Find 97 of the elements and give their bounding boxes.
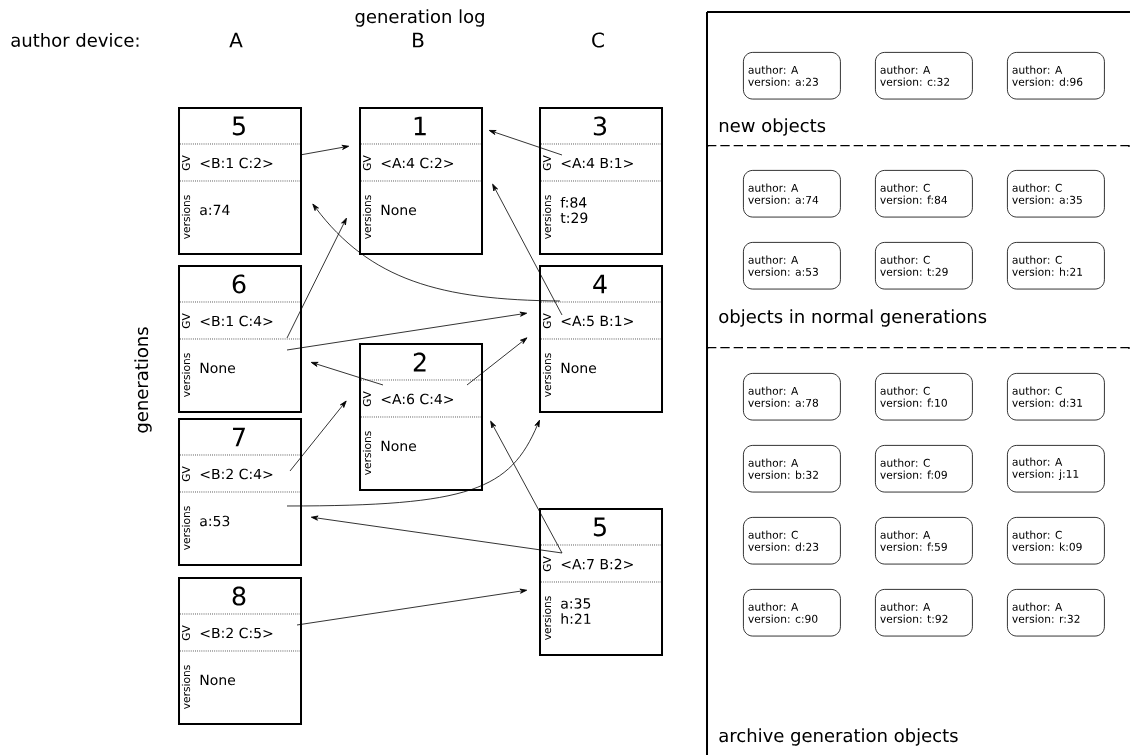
row-label: versions — [542, 353, 552, 397]
generation-number: 4 — [593, 274, 607, 294]
arrow — [490, 420, 563, 554]
heading: generation log — [355, 9, 484, 27]
arrow — [286, 217, 347, 339]
row-label: versions — [181, 665, 191, 709]
object-card: author: C version: f:09 — [875, 445, 973, 493]
section-title: objects in normal generations — [719, 309, 987, 327]
version-list: None — [200, 674, 236, 686]
object-card: author: C version: d:31 — [1007, 373, 1105, 421]
vector-text: <B:1 C:4> — [200, 315, 273, 327]
generation-number: 2 — [413, 352, 426, 372]
row-label: GV — [542, 556, 552, 572]
object-card: author: A version: a:74 — [743, 170, 841, 218]
column-heading: A — [229, 32, 243, 48]
version-list: None — [200, 362, 236, 374]
vector-text: <A:6 C:4> — [381, 393, 454, 405]
row-label: GV — [181, 313, 191, 329]
row-label: GV — [181, 466, 191, 482]
generation-box — [358, 343, 483, 491]
object-card: author: A version: r:32 — [1007, 589, 1105, 637]
row-label: GV — [542, 313, 552, 329]
row-label: GV — [542, 155, 552, 171]
generation-number: 5 — [593, 517, 606, 537]
version-list: None — [561, 362, 597, 374]
object-card: author: A version: a:53 — [743, 242, 841, 290]
arrow — [286, 419, 540, 507]
version-list: a:53 — [200, 515, 230, 527]
arrow — [310, 361, 384, 386]
object-card: author: C version: f:10 — [875, 373, 973, 421]
generation-number: 3 — [593, 116, 607, 136]
generation-number: 6 — [232, 274, 246, 294]
object-card: author: C version: k:09 — [1007, 517, 1105, 565]
object-card: author: C version: h:21 — [1007, 242, 1105, 290]
arrow — [488, 130, 563, 156]
section-title: new objects — [719, 118, 826, 136]
arrow — [299, 144, 350, 156]
row-label: versions — [362, 195, 372, 239]
generation-box — [177, 577, 302, 725]
row-label: versions — [542, 195, 552, 239]
arrow — [286, 311, 528, 351]
column-heading: B — [413, 32, 424, 48]
vector-text: <A:5 B:1> — [561, 315, 633, 327]
generation-box — [538, 508, 663, 656]
arrow — [466, 337, 528, 386]
object-card: author: A version: t:92 — [875, 589, 973, 637]
row-label: versions — [362, 431, 372, 475]
object-card: author: A version: d:96 — [1007, 52, 1105, 100]
generation-number: 1 — [414, 116, 426, 136]
version-list: None — [381, 440, 417, 452]
column-heading: C — [592, 32, 604, 48]
version-list: f:84 t:29 — [560, 196, 588, 224]
object-card: author: A version: c:32 — [875, 52, 973, 100]
version-list: a:74 — [200, 204, 230, 216]
row-label: GV — [181, 625, 191, 641]
arrow — [492, 183, 563, 316]
version-list: None — [381, 204, 417, 216]
generation-box — [538, 107, 663, 255]
vector-text: <A:7 B:2> — [561, 558, 633, 570]
vector-text: <A:4 C:2> — [381, 157, 454, 169]
arrow — [296, 588, 528, 626]
object-card: author: A version: a:23 — [743, 52, 841, 100]
row-label: GV — [362, 391, 372, 407]
axis-title: generations — [134, 327, 152, 433]
vector-text: <A:4 B:1> — [561, 157, 633, 169]
vector-text: <B:2 C:4> — [200, 468, 273, 480]
row-label: versions — [181, 353, 191, 397]
row-label: versions — [181, 506, 191, 550]
row-label: versions — [181, 195, 191, 239]
generation-number: 7 — [233, 427, 245, 447]
row-label: GV — [181, 155, 191, 171]
generation-number: 5 — [232, 116, 245, 136]
generation-number: 8 — [232, 586, 246, 606]
generation-box — [538, 265, 663, 413]
object-card: author: A version: a:78 — [743, 373, 841, 421]
row-heading: author device: — [11, 33, 139, 47]
object-card: author: C version: t:29 — [875, 242, 973, 290]
arrow — [289, 400, 347, 472]
object-card: author: C version: a:35 — [1007, 170, 1105, 218]
row-label: GV — [362, 155, 372, 171]
arrow — [310, 515, 563, 554]
generation-box — [177, 107, 302, 255]
object-card: author: C version: d:23 — [743, 517, 841, 565]
generation-box — [177, 265, 302, 413]
section-title: archive generation objects — [719, 728, 958, 746]
generation-box — [177, 418, 302, 566]
object-card: author: A version: f:59 — [875, 517, 973, 565]
object-card: author: A version: b:32 — [743, 445, 841, 493]
object-card: author: A version: c:90 — [743, 589, 841, 637]
vector-text: <B:2 C:5> — [200, 627, 273, 639]
object-card: author: A version: j:11 — [1007, 445, 1105, 493]
arrow — [312, 203, 561, 302]
object-card: author: C version: f:84 — [875, 170, 973, 218]
generation-box — [358, 107, 483, 255]
row-label: versions — [542, 596, 552, 640]
version-list: a:35 h:21 — [561, 598, 591, 624]
vector-text: <B:1 C:2> — [200, 157, 273, 169]
